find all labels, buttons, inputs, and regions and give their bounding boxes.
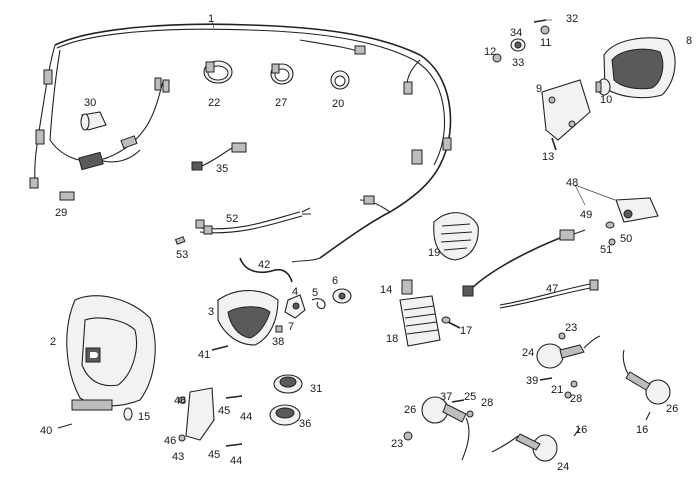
knob-6 [332,288,352,304]
callout-42: 42 [258,259,270,271]
tube-42 [239,257,293,283]
callout-25: 25 [464,391,476,403]
rear-cable-48 [462,229,586,297]
horn-19 [433,212,479,261]
callout-20: 20 [332,98,344,110]
callout-24b: 24 [557,461,569,473]
wire-lead-52 [195,207,311,235]
callout-2: 2 [50,336,56,348]
headlight-assembly [66,295,156,421]
callout-50: 50 [620,233,632,245]
callout-13: 13 [542,151,554,163]
callout-22: 22 [208,97,220,109]
callout-48: 48 [566,177,578,189]
callout-51: 51 [600,244,612,256]
spring-5 [311,298,326,310]
callout-35: 35 [216,163,228,175]
indicator-rear-right-26 [622,349,671,405]
callout-6: 6 [332,275,338,287]
callout-52: 52 [226,213,238,225]
callout-labels: 1 2 3 4 5 6 7 8 9 10 11 12 13 14 15 16 1… [40,13,692,473]
callout-45a: 45 [218,405,230,417]
callout-31: 31 [310,383,322,395]
callout-14: 14 [380,284,392,296]
callout-34: 34 [510,27,522,39]
fuse-holder [59,191,75,201]
indicator-rear-left-24 [491,433,558,462]
callout-46b: 46 [164,435,176,447]
lamp-holder-36 [269,404,301,426]
callout-7: 7 [288,321,294,333]
callout-10: 10 [600,94,612,106]
screw-41 [211,345,229,351]
callout-27: 27 [275,97,287,109]
callout-16b: 16 [636,424,648,436]
callout-4: 4 [292,286,298,298]
callout-3: 3 [208,306,214,318]
callout-36: 36 [299,418,311,430]
callout-37: 37 [440,391,452,403]
callout-16a: 16 [575,424,587,436]
callout-15: 15 [138,411,150,423]
voltage-regulator [399,279,461,347]
rubber-cap [80,111,107,131]
callout-40: 40 [40,425,52,437]
callout-29: 29 [55,207,67,219]
screw-40 [57,423,73,429]
taillight-lens-8 [603,37,676,99]
callout-18: 18 [386,333,398,345]
callout-46a: 46 [174,395,186,407]
indicator-front-left-26 [421,396,470,461]
small-fasteners [403,332,651,441]
callout-45b: 45 [208,449,220,461]
callout-5: 5 [312,287,318,299]
callout-44b: 44 [230,455,242,467]
callout-32: 32 [566,13,578,25]
callout-38: 38 [272,336,284,348]
callout-23b: 23 [391,438,403,450]
switch-assembly [275,294,306,333]
callout-26a: 26 [404,404,416,416]
license-lamp-50 [605,197,659,246]
callout-21: 21 [551,384,563,396]
callout-39: 39 [526,375,538,387]
hose-clamp-20 [330,70,350,90]
cover-3 [217,289,279,346]
callout-24a: 24 [522,347,534,359]
connector-lead-35 [191,142,247,171]
callout-17: 17 [460,325,472,337]
bulb-10 [595,78,611,96]
wiring-harness [29,23,452,263]
callout-9: 9 [536,83,542,95]
callout-28b: 28 [570,393,582,405]
leader-lines [211,19,616,206]
callout-33: 33 [512,57,524,69]
callout-11: 11 [540,37,551,49]
callout-23a: 23 [565,322,577,334]
callout-30: 30 [84,97,96,109]
callout-43: 43 [172,451,184,463]
callout-8: 8 [686,35,692,47]
callout-12: 12 [484,46,496,58]
lamp-holder-31 [273,374,303,394]
indicator-front-right-24 [536,335,601,369]
callout-44a: 44 [240,411,252,423]
callout-26b: 26 [666,403,678,415]
callout-49: 49 [580,209,592,221]
taillight-housing-9 [541,79,591,141]
bracket-43 [178,387,243,447]
hose-clamp-27 [270,63,294,85]
callout-41: 41 [198,349,210,361]
grommet-53 [174,236,186,245]
callout-47: 47 [546,283,558,295]
callout-19: 19 [428,247,440,259]
callout-53: 53 [176,249,188,261]
hose-clamp-22 [203,60,233,84]
callout-28a: 28 [481,397,493,409]
fasteners-11-12-32-33-34 [492,19,557,151]
wire-47 [499,279,599,309]
callout-1: 1 [208,13,214,25]
